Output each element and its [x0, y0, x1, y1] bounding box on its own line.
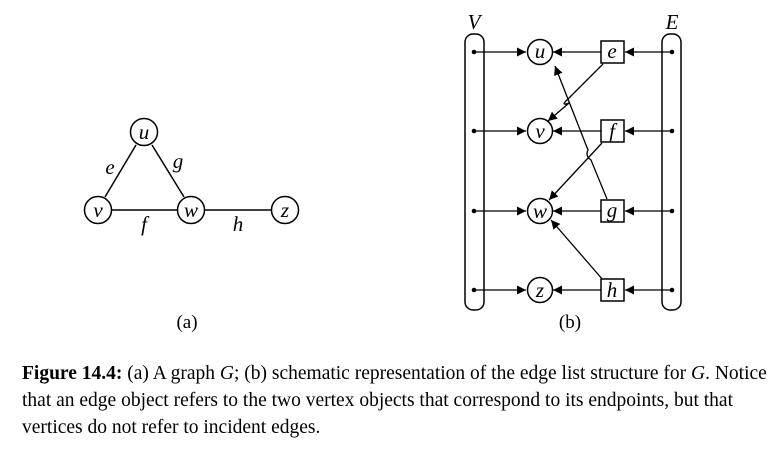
figure-label: Figure 14.4: — [22, 363, 123, 384]
caption-graph-symbol-2: G — [690, 363, 706, 384]
graph-edge-g — [151, 144, 185, 198]
caption-graph-symbol: G — [219, 363, 234, 384]
panel-a-graph: u v w z e g f h (a) — [83, 117, 300, 333]
edge-object-label-f: f — [609, 119, 618, 143]
edge-list-label: E — [665, 10, 679, 34]
graph-edge-label-h: h — [233, 212, 244, 236]
graph-vertex-u — [129, 117, 159, 147]
graph-vertex-w — [176, 195, 206, 225]
ref-f-to-w — [548, 142, 603, 201]
edge-object-g — [600, 199, 625, 223]
graph-vertex-z — [270, 195, 300, 225]
edge-object-f — [600, 119, 625, 143]
vertex-object-z — [526, 276, 554, 304]
endpoint-references — [547, 47, 608, 295]
graph-edge-label-g: g — [173, 149, 184, 173]
caption-text-3: . Notice that an edge object refers to t… — [22, 363, 767, 438]
caption-text-1: (a) A graph — [122, 363, 220, 384]
vertex-object-label-v: v — [535, 119, 545, 143]
edge-list-pointers — [625, 47, 675, 295]
panel-a-caption: (a) — [176, 312, 197, 333]
edge-object-e — [600, 40, 625, 64]
graph-vertex-v — [83, 195, 113, 225]
graph-vertex-label-w: w — [184, 198, 198, 222]
graph-edge-label-f: f — [141, 212, 150, 236]
graph-vertex-label-z: z — [280, 198, 289, 222]
edge-object-label-e: e — [607, 39, 616, 63]
vertex-object-v — [526, 117, 554, 145]
panel-b-caption: (b) — [559, 312, 581, 333]
vertex-object-label-z: z — [535, 278, 544, 302]
panel-b-edge-list: V E — [464, 10, 682, 333]
ref-e-to-v — [547, 63, 604, 122]
figure-caption: Figure 14.4: (a) A graph G; (b) schemati… — [22, 360, 767, 441]
vertex-list-label: V — [468, 10, 483, 34]
ref-h-to-w — [550, 219, 604, 281]
vertex-object-w — [526, 197, 554, 225]
edge-object-label-g: g — [607, 198, 618, 222]
graph-vertex-label-v: v — [93, 198, 103, 222]
vertex-list-pointers — [471, 47, 526, 295]
edge-object-label-h: h — [607, 278, 618, 302]
figure-diagram: u v w z e g f h (a) V E — [83, 10, 682, 333]
vertex-object-u — [526, 38, 554, 66]
ref-g-to-u — [554, 65, 608, 200]
graph-edge-label-e: e — [105, 155, 114, 179]
edge-object-h — [600, 278, 625, 302]
graph-edge-e — [104, 144, 137, 198]
vertex-object-label-w: w — [533, 199, 547, 223]
edge-list-container — [661, 33, 682, 311]
graph-vertex-label-u: u — [139, 120, 150, 144]
vertex-list-container — [464, 33, 485, 311]
caption-text-2: ; (b) schematic representation of the ed… — [233, 363, 691, 384]
vertex-object-label-u: u — [535, 39, 546, 63]
